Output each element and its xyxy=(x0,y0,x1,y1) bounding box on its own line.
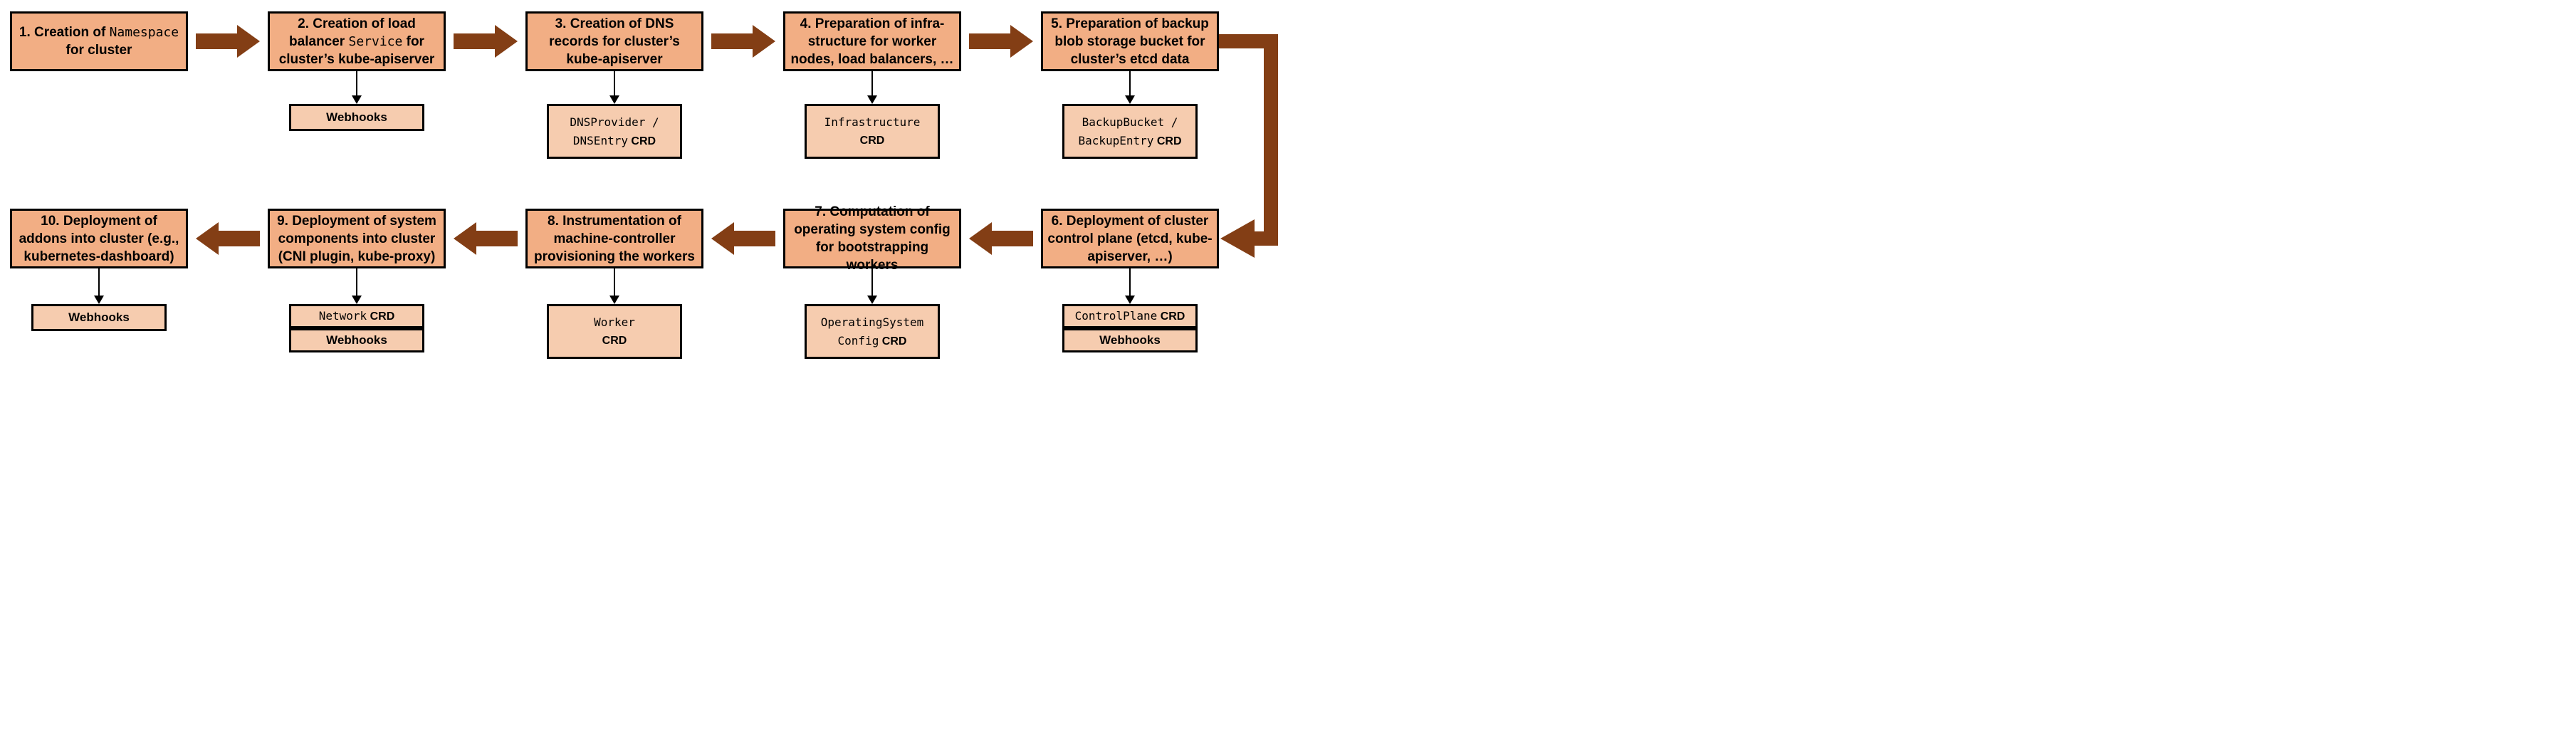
connector-arrow-step-10-icon xyxy=(94,268,104,304)
step-7-box: 7. Computation of operating system confi… xyxy=(783,204,961,273)
step-10-webhooks-box: Webhooks xyxy=(31,304,167,331)
step-8-box: 8. Instrumentation of machine-controller… xyxy=(525,209,703,268)
step-3-title: 3. Creation of DNS records for cluster’s… xyxy=(549,16,680,67)
worker-crd-label: Worker xyxy=(594,315,635,329)
step-4-title: 4. Preparation of infra-structure for wo… xyxy=(790,16,954,67)
step-9-box: 9. Deployment of system components into … xyxy=(268,209,446,268)
network-crd-label: Network xyxy=(318,309,367,323)
step-5-title: 5. Preparation of backup blob storage bu… xyxy=(1051,16,1209,67)
backupentry-crd-label: BackupEntry xyxy=(1078,133,1154,147)
connector-arrow-step-8-icon xyxy=(609,268,619,304)
step-4-box: 4. Preparation of infra-structure for wo… xyxy=(783,11,961,71)
flow-arrow-7-to-8-icon xyxy=(711,222,775,255)
flow-arrow-2-to-3-icon xyxy=(454,25,518,58)
step-6-webhooks-box: Webhooks xyxy=(1062,328,1198,352)
step-8-title: 8. Instrumentation of machine-controller… xyxy=(534,213,695,264)
step-3-crd-box: DNSProvider / DNSEntry CRD xyxy=(547,104,682,159)
step-6-box: 6. Deployment of cluster control plane (… xyxy=(1041,209,1219,268)
step-7-title: 7. Computation of operating system confi… xyxy=(794,204,951,273)
step-10-title: 10. Deployment of addons into cluster (e… xyxy=(19,213,179,264)
flow-arrow-5-to-6-elbow-icon xyxy=(1219,34,1278,258)
step-7-crd-box: OperatingSystem Config CRD xyxy=(805,304,940,359)
step-5-crd-box: BackupBucket / BackupEntry CRD xyxy=(1062,104,1198,159)
connector-arrow-step-6-icon xyxy=(1125,268,1135,304)
backupbucket-crd-label: BackupBucket / xyxy=(1082,115,1178,129)
flow-arrow-3-to-4-icon xyxy=(711,25,775,58)
step-9-crd-box: Network CRD xyxy=(289,304,424,328)
flow-arrow-9-to-10-icon xyxy=(196,222,260,255)
flowchart-canvas: 1. Creation of Namespace for cluster 2. … xyxy=(0,0,1288,371)
flow-arrow-1-to-2-icon xyxy=(196,25,260,58)
step-9-webhooks-box: Webhooks xyxy=(289,328,424,352)
webhooks-label: Webhooks xyxy=(1099,333,1161,347)
step-8-crd-box: Worker CRD xyxy=(547,304,682,359)
config-crd-label: Config xyxy=(837,333,879,348)
operatingsystem-crd-label: OperatingSystem xyxy=(820,315,924,329)
flow-arrow-8-to-9-icon xyxy=(454,222,518,255)
step-2-code-text: Service xyxy=(348,33,403,49)
step-6-crd-box: ControlPlane CRD xyxy=(1062,304,1198,328)
connector-arrow-step-7-icon xyxy=(867,268,877,304)
infrastructure-crd-label: Infrastructure xyxy=(824,115,921,129)
step-2-webhooks-box: Webhooks xyxy=(289,104,424,131)
dnsprovider-crd-label: DNSProvider / xyxy=(570,115,659,129)
step-5-box: 5. Preparation of backup blob storage bu… xyxy=(1041,11,1219,71)
webhooks-label: Webhooks xyxy=(68,310,130,324)
step-6-title: 6. Deployment of cluster control plane (… xyxy=(1047,213,1213,264)
flow-arrow-6-to-7-icon xyxy=(969,222,1033,255)
dnsentry-crd-label: DNSEntry xyxy=(572,133,628,147)
step-3-box: 3. Creation of DNS records for cluster’s… xyxy=(525,11,703,71)
webhooks-label: Webhooks xyxy=(326,110,387,124)
connector-arrow-step-5-icon xyxy=(1125,71,1135,104)
connector-arrow-step-3-icon xyxy=(609,71,619,104)
controlplane-crd-label: ControlPlane xyxy=(1074,309,1158,323)
connector-arrow-step-4-icon xyxy=(867,71,877,104)
step-4-crd-box: Infrastructure CRD xyxy=(805,104,940,159)
connector-arrow-step-2-icon xyxy=(352,71,362,104)
step-2-title: 2. Creation of load balancer Service for… xyxy=(278,16,435,67)
flow-arrow-4-to-5-icon xyxy=(969,25,1033,58)
step-9-title: 9. Deployment of system components into … xyxy=(277,213,436,264)
webhooks-label: Webhooks xyxy=(326,333,387,347)
step-2-box: 2. Creation of load balancer Service for… xyxy=(268,11,446,71)
step-1-title: 1. Creation of Namespace for cluster xyxy=(19,25,179,58)
step-10-box: 10. Deployment of addons into cluster (e… xyxy=(10,209,188,268)
step-1-box: 1. Creation of Namespace for cluster xyxy=(10,11,188,71)
connector-arrow-step-9-icon xyxy=(352,268,362,304)
step-1-code-text: Namespace xyxy=(109,25,179,40)
